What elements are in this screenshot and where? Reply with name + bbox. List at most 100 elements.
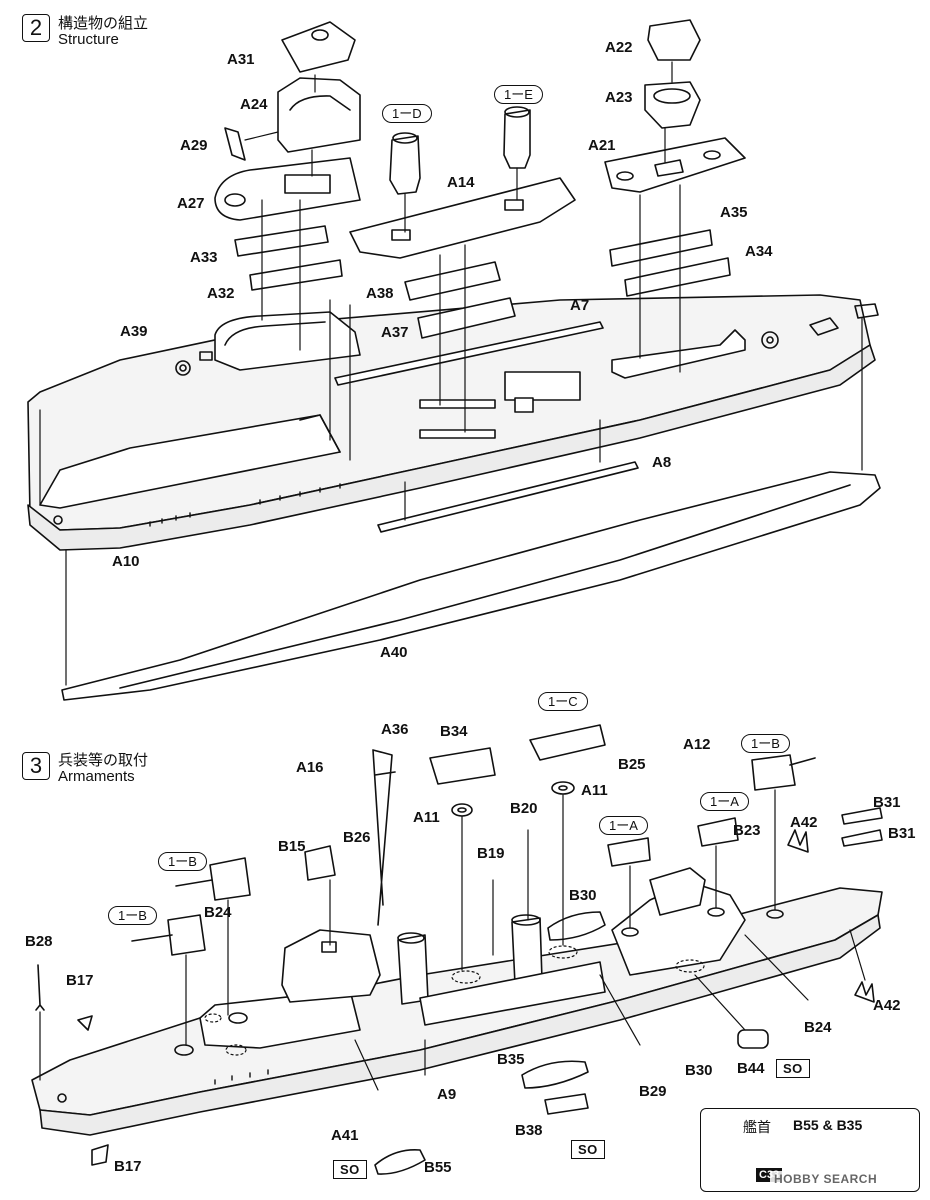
label-b24-b: B24 <box>804 1019 832 1036</box>
part-a34 <box>624 257 731 297</box>
label-a22: A22 <box>605 39 633 56</box>
part-a38 <box>404 261 501 301</box>
part-a27 <box>214 157 361 221</box>
label-a7: A7 <box>570 297 590 314</box>
turret-1b-aft-a <box>131 914 206 956</box>
part-b44 <box>737 1029 769 1049</box>
label-b20: B20 <box>510 800 538 817</box>
label-b19: B19 <box>477 845 505 862</box>
part-a42-a <box>787 829 809 853</box>
step-2-title-en: Structure <box>58 31 119 48</box>
label-b31-b: B31 <box>888 825 916 842</box>
label-a31: A31 <box>227 51 255 68</box>
label-a39: A39 <box>120 323 148 340</box>
hull-a40 <box>61 471 881 701</box>
label-b23: B23 <box>733 822 761 839</box>
superstructure-bridge <box>281 929 381 1003</box>
part-a35 <box>609 229 713 267</box>
part-b28 <box>35 964 45 1011</box>
boat-deck <box>547 911 606 941</box>
hull-side-a10 <box>27 344 876 551</box>
part-a31 <box>281 21 356 73</box>
part-b17-b <box>91 1144 109 1166</box>
part-b38 <box>544 1093 589 1115</box>
label-b31-a: B31 <box>873 794 901 811</box>
label-a9: A9 <box>437 1086 457 1103</box>
part-1d <box>389 135 421 195</box>
label-a14: A14 <box>447 174 475 191</box>
part-a24 <box>277 77 361 153</box>
part-b55 <box>374 1148 426 1175</box>
bow-label: 艦首 <box>743 1120 771 1136</box>
part-a32 <box>249 259 343 291</box>
part-a8 <box>377 461 639 533</box>
funnel-1 <box>397 934 429 1005</box>
part-a22 <box>647 19 701 61</box>
label-b55: B55 <box>424 1159 452 1176</box>
label-b15: B15 <box>278 838 306 855</box>
label-b30-a: B30 <box>569 887 597 904</box>
part-b31-b <box>841 829 883 847</box>
label-a24: A24 <box>240 96 268 113</box>
label-b35: B35 <box>497 1051 525 1068</box>
pill-1a-a: 1ーA <box>599 816 648 835</box>
label-b28: B28 <box>25 933 53 950</box>
label-b38: B38 <box>515 1122 543 1139</box>
step-3-title-en: Armaments <box>58 768 135 785</box>
part-a37 <box>417 297 516 339</box>
label-a27: A27 <box>177 195 205 212</box>
label-b26: B26 <box>343 829 371 846</box>
label-b30-b: B30 <box>685 1062 713 1079</box>
part-1a-2 <box>697 817 739 847</box>
part-a29 <box>224 127 246 161</box>
pill-1b-a: 1ーB <box>158 852 207 871</box>
label-a38: A38 <box>366 285 394 302</box>
pill-1d: 1ーD <box>382 104 432 123</box>
label-a42-b: A42 <box>873 997 901 1014</box>
part-a33 <box>234 225 329 257</box>
guide-lines-armament <box>39 789 866 1091</box>
part-b35 <box>521 1060 589 1089</box>
step-2-number: 2 <box>22 14 50 42</box>
so-mark-b44: SO <box>776 1059 810 1078</box>
part-b34 <box>429 747 496 785</box>
label-a41: A41 <box>331 1127 359 1144</box>
portholes <box>149 483 341 527</box>
label-a11-b: A11 <box>581 782 608 799</box>
pill-1a-b: 1ーA <box>700 792 749 811</box>
watermark: HOBBY SEARCH <box>770 1171 882 1187</box>
superstructure-aft <box>199 989 361 1049</box>
label-a32: A32 <box>207 285 235 302</box>
pill-1c: 1ーC <box>538 692 588 711</box>
label-a12: A12 <box>683 736 711 753</box>
part-a42-b <box>854 981 875 1003</box>
so-mark-b38: SO <box>571 1140 605 1159</box>
part-a39 <box>214 311 361 371</box>
label-b17-b: B17 <box>114 1158 142 1175</box>
so-mark-b55: SO <box>333 1160 367 1179</box>
pill-1b-b: 1ーB <box>108 906 157 925</box>
label-a11-a: A11 <box>413 809 440 826</box>
label-b29: B29 <box>639 1083 667 1100</box>
label-a42-a: A42 <box>790 814 818 831</box>
label-a34: A34 <box>745 243 773 260</box>
label-a10: A10 <box>112 553 140 570</box>
label-a23: A23 <box>605 89 633 106</box>
part-1e <box>503 109 531 169</box>
label-a33: A33 <box>190 249 218 266</box>
bow-parts: B55 & B35 <box>793 1117 863 1133</box>
label-a8: A8 <box>652 454 672 471</box>
label-b44: B44 <box>737 1060 765 1077</box>
label-a40: A40 <box>380 644 408 661</box>
label-a21: A21 <box>588 137 616 154</box>
part-b31-a <box>841 807 883 825</box>
pill-1b-c: 1ーB <box>741 734 790 753</box>
part-a21 <box>604 137 746 193</box>
part-a23 <box>644 81 701 129</box>
bow-note-box: 艦首 B55 & B35 <box>700 1108 920 1192</box>
step-3-number: 3 <box>22 752 50 780</box>
label-b34: B34 <box>440 723 468 740</box>
pill-1e: 1ーE <box>494 85 543 104</box>
